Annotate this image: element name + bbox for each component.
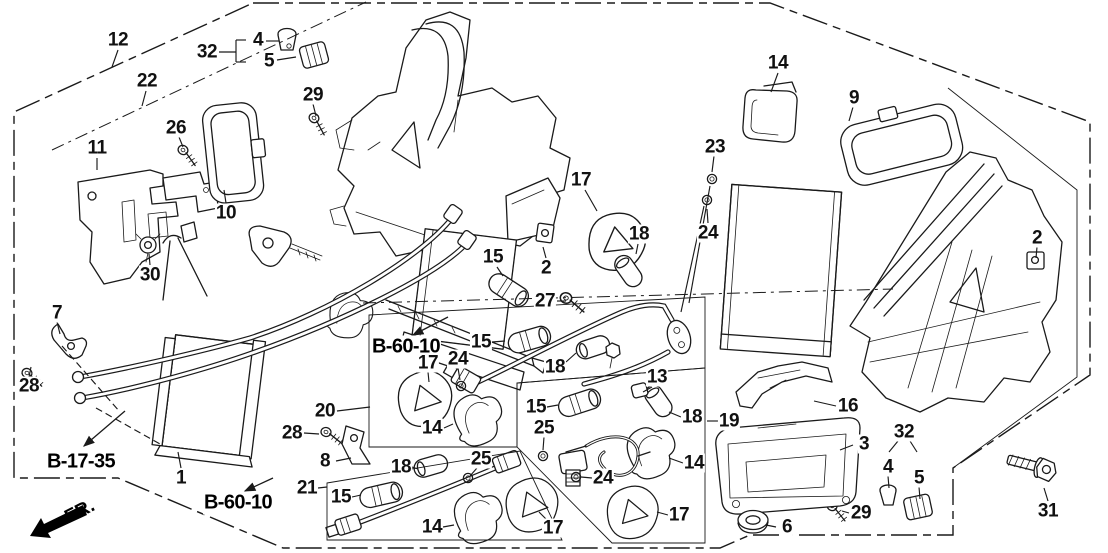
- callout-14b: 14: [420, 417, 444, 439]
- heater-pipes: [71, 203, 477, 405]
- callout-25a: 25: [532, 417, 556, 439]
- callout-20: 20: [313, 400, 337, 422]
- callout-24a: 24: [696, 222, 720, 244]
- callout-17c: 17: [667, 504, 691, 526]
- callout-9: 9: [847, 87, 861, 109]
- callout-8: 8: [318, 450, 332, 472]
- duct-14a: [742, 81, 798, 143]
- bracket-14b: [450, 390, 507, 449]
- bolt-27: [556, 290, 589, 315]
- callout-29a: 29: [301, 84, 325, 106]
- callout-22: 22: [135, 70, 159, 92]
- heater-case-rear-half: [849, 151, 1063, 413]
- callout-4b: 4: [881, 456, 895, 478]
- wing-nut-30: [135, 233, 161, 263]
- oring-25a: [537, 450, 549, 462]
- callout-27: 27: [533, 290, 557, 312]
- callout-18a: 18: [627, 223, 651, 245]
- cap-15c: [555, 386, 604, 420]
- callout-30: 30: [138, 264, 162, 286]
- bracket-8: [341, 425, 371, 465]
- callout-5a: 5: [262, 50, 276, 72]
- clip-2b: [1026, 251, 1045, 270]
- callout-12: 12: [106, 29, 130, 51]
- heater-core-1: [151, 334, 267, 468]
- blower-case-front-half: [329, 11, 571, 267]
- callout-15b: 15: [469, 331, 493, 353]
- callout-5b: 5: [912, 467, 926, 489]
- callout-32a: 32: [195, 41, 219, 63]
- callout-19: 19: [717, 410, 741, 432]
- callout-1: 1: [174, 467, 188, 489]
- fork-bracket: [162, 221, 208, 301]
- callout-24b: 24: [446, 348, 470, 370]
- callout-7: 7: [50, 302, 64, 324]
- ref-label-b-17-35: B-17-35: [45, 450, 117, 474]
- callout-4a: 4: [251, 29, 265, 51]
- screw-28b: [318, 425, 346, 447]
- callout-18b: 18: [543, 356, 567, 378]
- callout-29b: 29: [849, 502, 873, 524]
- callout-15d: 15: [329, 486, 353, 508]
- oring-23: [706, 173, 718, 185]
- ref-label-b-60-10-lower: B-60-10: [202, 491, 274, 515]
- callout-13: 13: [645, 366, 669, 388]
- callout-26: 26: [164, 117, 188, 139]
- callout-32b: 32: [892, 421, 916, 443]
- callout-24c: 24: [591, 467, 615, 489]
- callout-15c: 15: [524, 396, 548, 418]
- screw-29a: [303, 110, 332, 138]
- callout-15a: 15: [481, 246, 505, 268]
- callout-25b: 25: [469, 448, 493, 470]
- callout-17a: 17: [569, 169, 593, 191]
- ref-label-b-60-10-upper: B-60-10: [370, 335, 442, 359]
- callout-14d: 14: [420, 516, 444, 538]
- heater-control-knob-4a: [277, 27, 297, 51]
- seal-10: [201, 102, 267, 204]
- callout-10: 10: [214, 202, 238, 224]
- evaporator-core: [719, 183, 843, 358]
- damper-motor-bracket-11: [77, 169, 219, 285]
- bracket-16: [735, 361, 833, 409]
- grommet-17c: [605, 484, 660, 540]
- hose-assembly-21: [325, 449, 522, 538]
- callout-18c: 18: [680, 406, 704, 428]
- annotation-lines: [13, 1, 1091, 549]
- ring-grommet-6: [737, 509, 769, 534]
- callout-11: 11: [86, 137, 108, 159]
- pipe-clamp-7: [51, 323, 88, 359]
- callout-28a: 28: [17, 375, 41, 397]
- bracket-14d: [452, 489, 505, 546]
- callout-17d: 17: [541, 517, 565, 539]
- callout-31: 31: [1036, 500, 1060, 522]
- fr-arrow-icon: [30, 505, 87, 538]
- link-arm-bracket: [248, 225, 323, 267]
- callout-17b: 17: [416, 352, 440, 374]
- bracket-14c: [624, 424, 679, 482]
- callout-6: 6: [780, 516, 794, 538]
- grommet-5a: [297, 40, 331, 70]
- callout-23: 23: [703, 136, 727, 158]
- callout-21: 21: [295, 477, 319, 499]
- lower-case-pan-3: [715, 417, 861, 515]
- bolt-31: [1006, 454, 1057, 483]
- callout-16: 16: [836, 395, 860, 417]
- callout-2b: 2: [1030, 227, 1044, 249]
- callout-28b: 28: [280, 422, 304, 444]
- callout-14c: 14: [682, 452, 706, 474]
- callout-3: 3: [857, 433, 871, 455]
- heater-control-knob-4b: [879, 484, 897, 506]
- screw-26: [173, 143, 202, 168]
- expansion-valve-group: [558, 382, 651, 487]
- seal-9: [840, 103, 964, 186]
- grommet-5b: [902, 492, 934, 522]
- callout-2a: 2: [539, 257, 553, 279]
- callout-18d: 18: [389, 456, 413, 478]
- callout-14a: 14: [766, 52, 790, 74]
- clip-2a: [535, 222, 555, 244]
